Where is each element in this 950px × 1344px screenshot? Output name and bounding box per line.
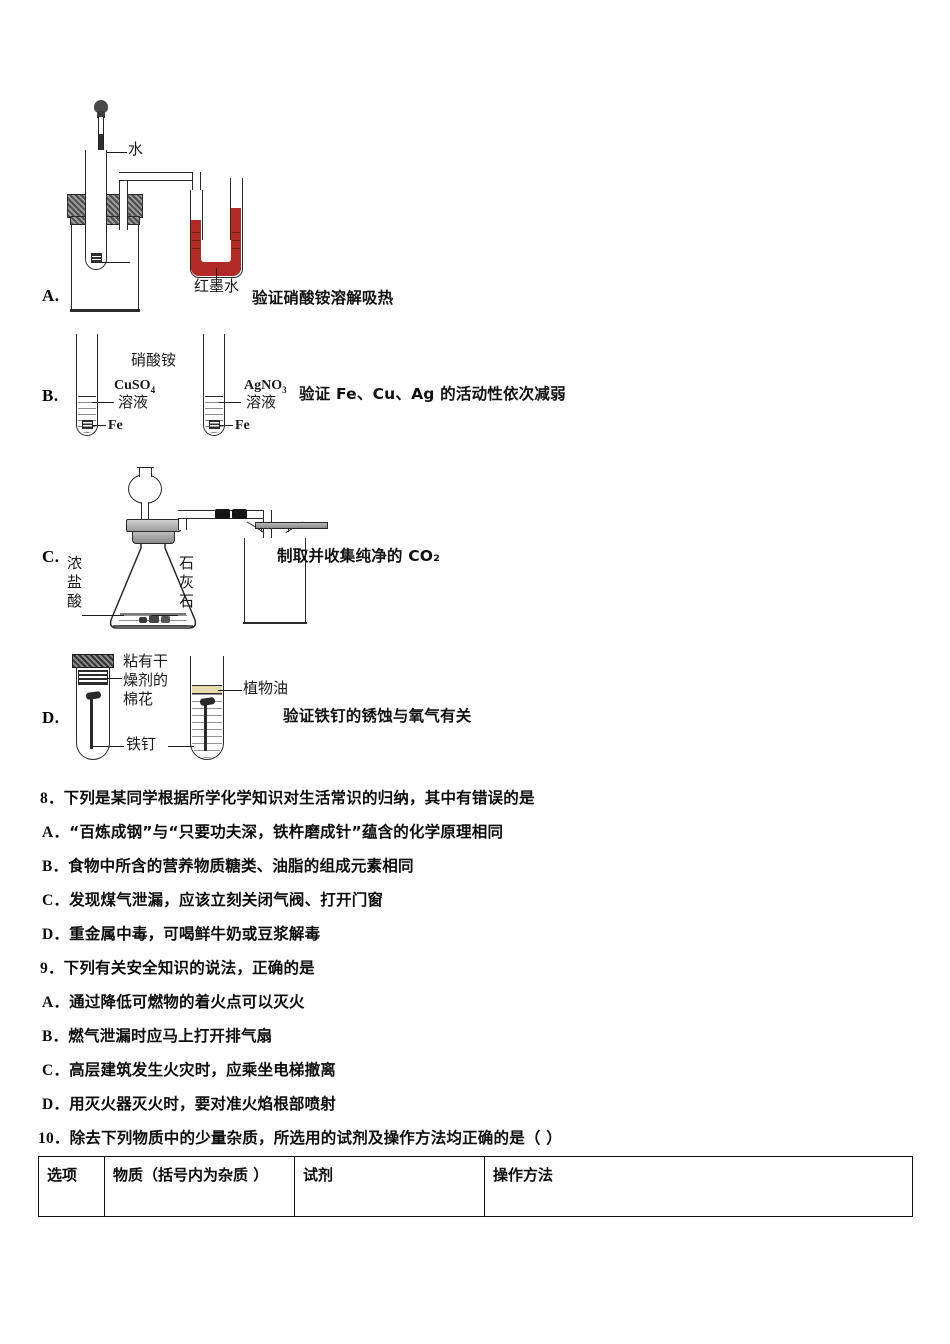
option-d-letter: D. — [42, 708, 60, 727]
question-10-number: 10． — [38, 1130, 70, 1147]
label-fe-2: Fe — [235, 418, 250, 433]
gas-jar — [243, 521, 307, 624]
question-10-stem: 10．除去下列物质中的少量杂质，所选用的试剂及操作方法均正确的是（ ） — [38, 1129, 562, 1147]
conical-flask — [105, 522, 201, 632]
table-header-option: 选项 — [38, 1156, 105, 1217]
choice-label: D． — [42, 1096, 70, 1113]
question-9-stem: 9．下列有关安全知识的说法，正确的是 — [40, 959, 315, 977]
question-9-choice-d[interactable]: D．用灭火器灭火时，要对准火焰根部喷射 — [42, 1095, 336, 1113]
purification-table: 选项 物质（括号内为杂质 ） 试剂 操作方法 — [38, 1156, 913, 1217]
leader-line-vegetable-oil — [218, 690, 242, 691]
experiment-option-c: C. — [0, 462, 950, 642]
label-iron-nail: 铁钉 — [126, 735, 157, 753]
label-concentrated-hydrochloric-acid: 浓盐酸 — [65, 555, 83, 612]
leader-line-water — [102, 152, 127, 153]
leader-line-iron-nail-2 — [168, 746, 194, 747]
choice-label: C． — [42, 1062, 70, 1079]
label-limestone: 石灰石 — [177, 555, 195, 612]
label-agno3-formula: AgNO3 — [244, 378, 287, 395]
choice-label: A． — [42, 824, 70, 841]
leader-line-acid — [82, 615, 124, 616]
label-desiccant-cotton: 粘有干燥剂的棉花 — [123, 652, 169, 708]
iron-piece-1 — [82, 420, 93, 429]
question-8-choice-c[interactable]: C．发现煤气泄漏，应该立刻关闭气阀、打开门窗 — [42, 891, 384, 909]
question-8-choice-a[interactable]: A．“百炼成钢”与“只要功夫深，铁杵磨成针”蕴含的化学原理相同 — [42, 823, 504, 841]
choice-label: B． — [42, 858, 69, 875]
delivery-tube-vertical-left — [178, 510, 187, 530]
red-ink-left — [191, 220, 202, 270]
connecting-tube — [119, 172, 201, 181]
question-8-number: 8． — [40, 790, 64, 807]
label-ammonium-nitrate: 硝酸铵 — [131, 351, 177, 369]
ammonium-nitrate-solid — [91, 253, 102, 263]
choice-label: A． — [42, 994, 70, 1011]
choice-label: C． — [42, 892, 70, 909]
option-d-caption: 验证铁钉的锈蚀与氧气有关 — [283, 707, 472, 725]
table-header-method: 操作方法 — [484, 1156, 913, 1217]
u-tube — [190, 178, 248, 278]
question-8-choice-d[interactable]: D．重金属中毒，可喝鲜牛奶或豆浆解毒 — [42, 925, 321, 943]
question-9-choice-b[interactable]: B．燃气泄漏时应马上打开排气扇 — [42, 1027, 273, 1045]
option-c-letter: C. — [42, 547, 60, 566]
inner-test-tube — [85, 150, 107, 270]
rubber-coupling-1 — [215, 509, 230, 519]
glass-cover-plate — [255, 522, 328, 529]
label-vegetable-oil: 植物油 — [243, 679, 289, 697]
question-8-stem: 8．下列是某同学根据所学化学知识对生活常识的归纳，其中有错误的是 — [40, 789, 535, 807]
table-header-reagent: 试剂 — [294, 1156, 485, 1217]
iron-piece-2 — [209, 420, 220, 429]
leader-line-fe-2 — [219, 425, 233, 426]
label-red-ink: 红墨水 — [194, 277, 240, 295]
leader-line-limestone — [152, 615, 178, 616]
question-9-choice-a[interactable]: A．通过降低可燃物的着火点可以灭火 — [42, 993, 305, 1011]
leader-line-cuso4 — [92, 402, 114, 403]
label-agno3-solution: 溶液 — [246, 393, 277, 411]
option-c-caption: 制取并收集纯净的 CO₂ — [277, 547, 441, 565]
choice-label: D． — [42, 926, 70, 943]
option-a-caption: 验证硝酸铵溶解吸热 — [252, 289, 394, 307]
red-ink-right — [231, 208, 242, 270]
option-b-letter: B. — [42, 386, 59, 405]
question-8-choice-b[interactable]: B．食物中所含的营养物质糖类、油脂的组成元素相同 — [42, 857, 414, 875]
label-cuso4-formula: CuSO4 — [114, 378, 156, 395]
option-a-letter: A. — [42, 286, 60, 305]
option-b-caption: 验证 Fe、Cu、Ag 的活动性依次减弱 — [299, 385, 566, 403]
question-9-choice-c[interactable]: C．高层建筑发生火灾时，应乘坐电梯撤离 — [42, 1061, 336, 1079]
leader-line-ammonium-nitrate — [100, 262, 130, 263]
leader-line-agno3 — [219, 402, 241, 403]
leader-line-iron-nail — [92, 746, 124, 747]
flask-stopper-skirt — [132, 531, 175, 544]
leader-line-red-ink — [216, 268, 217, 280]
table-header-substance: 物质（括号内为杂质 ） — [104, 1156, 295, 1217]
vegetable-oil-layer — [192, 685, 222, 694]
question-9-number: 9． — [40, 960, 64, 977]
table-header-row: 选项 物质（括号内为杂质 ） 试剂 操作方法 — [38, 1156, 913, 1217]
desiccant-cotton — [78, 670, 108, 685]
experiment-option-d: D. 粘有干燥剂的棉花 铁钉 植物油 验证铁钉的锈蚀与氧气有关 — [0, 648, 950, 788]
experiment-option-b: B. CuSO4 溶液 Fe AgNO3 溶液 Fe 验证 Fe、Cu、Ag 的… — [0, 330, 950, 450]
test-tube-stopper — [72, 654, 114, 668]
gas-outlet-tube — [119, 172, 128, 230]
connecting-tube-elbow — [192, 172, 201, 198]
rubber-coupling-2 — [232, 509, 247, 519]
label-cuso4-solution: 溶液 — [118, 393, 149, 411]
leader-line-fe-1 — [92, 425, 106, 426]
choice-label: B． — [42, 1028, 69, 1045]
label-fe-1: Fe — [108, 418, 123, 433]
leader-line-cotton — [103, 678, 122, 679]
label-water: 水 — [128, 140, 144, 158]
experiment-option-a: A. 水 — [0, 90, 950, 368]
